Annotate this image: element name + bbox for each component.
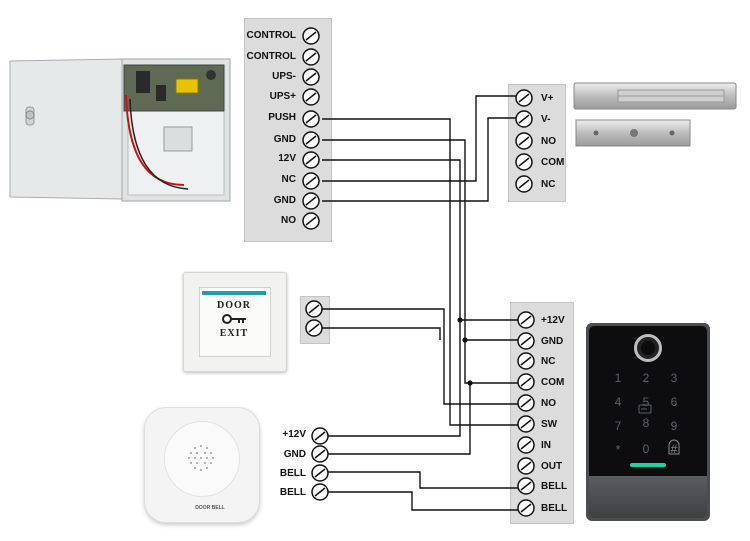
key-icon [222,314,246,324]
keypad-key: 3 [670,371,678,385]
keypad-key: 6 [670,395,678,409]
exit-button [199,287,271,357]
controller-terminal-label: COM [541,377,565,388]
keypad-key: 0 [642,442,650,456]
controller-terminal-label: NO [541,398,556,409]
lock-terminal-label: COM [541,157,565,168]
lock-terminal-screws [515,89,533,193]
doorbell-terminal-screws [311,427,329,501]
ps-terminal-label: PUSH [268,112,296,123]
ps-terminal-label: NC [281,174,296,185]
lock-terminal-label: NC [541,179,556,190]
ps-terminal-label: UPS- [272,71,296,82]
keypad-key: 4 [614,395,622,409]
fingerprint-sensor-inner [641,341,655,355]
ps-terminal-label: GND [273,195,296,206]
keypad-key: * [615,442,621,457]
ps-terminal-label: CONTROL [246,30,296,41]
doorbell-caption: DOOR BELL [195,505,225,511]
ps-terminal-label: 12V [278,153,296,164]
controller-terminal-screws [517,311,535,517]
controller-terminal-label: NC [541,356,556,367]
speaker-grille-icon [188,445,214,471]
power-supply-box [9,58,231,202]
keypad-key: 2 [642,371,650,385]
keypad-status-led [630,463,666,467]
controller-terminal-label: OUT [541,461,563,472]
keypad-key: 1 [614,371,622,385]
controller-terminal-label: BELL [541,481,568,492]
keypad-lower-body [589,476,707,518]
lock-terminal-label: NO [541,136,556,147]
keypad-key: # [670,442,678,456]
keypad-key: 5 [642,395,650,409]
doorbell-terminal-label: BELL [279,487,306,498]
doorbell-key-icon [668,439,680,455]
exit-button-text-exit: EXIT [219,328,249,339]
keypad-key: 8 [642,416,650,430]
controller-terminal-label: IN [541,440,551,451]
ps-terminal-label: UPS+ [269,91,296,102]
controller-terminal-label: BELL [541,503,568,514]
keypad-key: 9 [670,419,678,433]
ps-terminal-label: CONTROL [246,51,296,62]
controller-terminal-label: GND [541,336,564,347]
doorbell-terminal-label: +12V [282,429,306,440]
exit-button-text-door: DOOR [217,300,251,311]
wires [322,95,518,511]
controller-terminal-label: +12V [541,315,565,326]
doorbell-terminal-label: BELL [279,468,306,479]
card-icon [638,404,652,414]
controller-terminal-label: SW [541,419,558,430]
lock-terminal-label: V- [541,114,551,125]
magnetic-lock [573,82,737,147]
exit-terminal-screws [305,300,323,337]
lock-terminal-label: V+ [541,93,554,104]
ps-terminal-label: GND [273,134,296,145]
keypad-key: 7 [614,419,622,433]
ps-terminal-label: NO [281,215,296,226]
wire-junctions [457,317,473,386]
ps-terminal-screws [302,27,320,230]
doorbell-terminal-label: GND [283,449,306,460]
doorbell-speaker [164,421,240,497]
exit-button-strip [202,291,266,295]
